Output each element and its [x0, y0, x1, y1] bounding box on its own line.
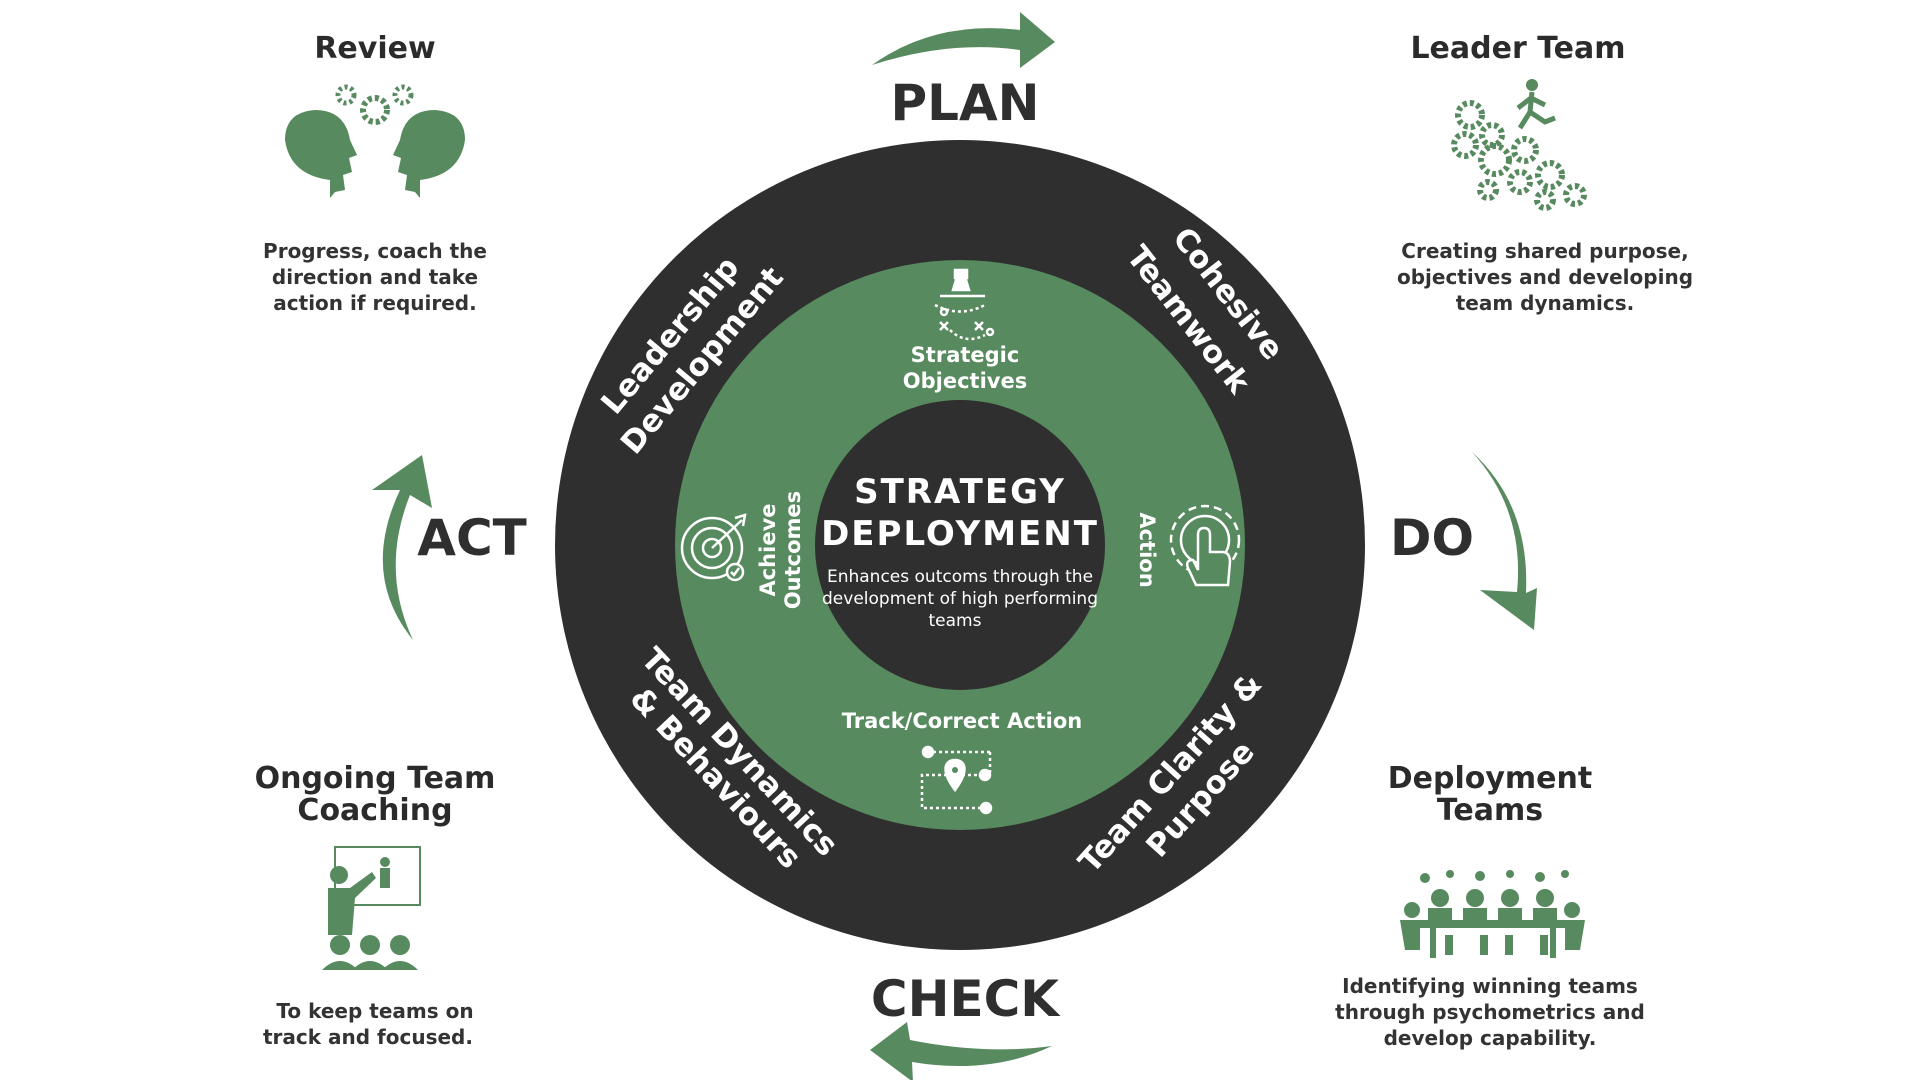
strategic-objectives-line2: Objectives [903, 369, 1027, 393]
act-arrow-icon [372, 455, 432, 640]
meeting-table-icon [1400, 870, 1585, 958]
coaching-desc-line2: track and focused. [263, 1025, 473, 1049]
hand-gear-icon [1169, 504, 1241, 587]
coaching-desc-line1: To keep teams on [276, 999, 473, 1023]
center-subtitle-line3: teams [929, 611, 982, 631]
deployment-teams-title-line2: Teams [1437, 793, 1543, 828]
do-arrow-icon [1472, 452, 1537, 630]
target-arrow-icon [680, 513, 747, 582]
plan-label: PLAN [890, 74, 1039, 132]
center-title-line2: DEPLOYMENT [821, 514, 1099, 554]
route-map-icon [920, 745, 993, 815]
track-correct-label: Track/Correct Action [842, 709, 1083, 733]
deployment-teams-desc-line2: through psychometrics and [1335, 1000, 1645, 1024]
check-arrow-icon [870, 1022, 1052, 1080]
achieve-outcomes-line2: Outcomes [781, 491, 805, 609]
leader-team-desc-line3: team dynamics. [1456, 291, 1635, 315]
deployment-teams-desc-line3: develop capability. [1384, 1026, 1597, 1050]
plan-arrow-icon [872, 12, 1055, 68]
achieve-outcomes-line1: Achieve [756, 503, 780, 596]
review-desc-line1: Progress, coach the [263, 239, 487, 263]
center-subtitle-line2: development of high performing [822, 589, 1098, 609]
check-label: CHECK [871, 970, 1061, 1028]
do-label: DO [1390, 509, 1474, 567]
review-desc-line3: action if required. [273, 291, 476, 315]
center-circle [815, 400, 1105, 690]
leader-team-desc-line1: Creating shared purpose, [1401, 239, 1688, 263]
strategic-objectives-line1: Strategic [911, 343, 1020, 367]
coaching-title-line1: Ongoing Team [255, 761, 496, 796]
gears-runner-icon [1451, 79, 1587, 211]
leader-team-desc-line2: objectives and developing [1397, 265, 1693, 289]
review-title: Review [314, 31, 435, 66]
deployment-teams-desc-line1: Identifying winning teams [1342, 974, 1638, 998]
act-label: ACT [417, 509, 527, 567]
heads-gears-icon [285, 84, 465, 198]
chess-strategy-icon [934, 268, 995, 341]
action-label: Action [1135, 512, 1159, 587]
leader-team-title: Leader Team [1410, 31, 1625, 66]
center-subtitle-line1: Enhances outcoms through the [827, 567, 1093, 587]
deployment-teams-title-line1: Deployment [1388, 761, 1592, 796]
review-desc-line2: direction and take [272, 265, 478, 289]
center-title-line1: STRATEGY [854, 472, 1066, 512]
presenter-audience-icon [322, 846, 421, 970]
coaching-title-line2: Coaching [297, 793, 452, 828]
